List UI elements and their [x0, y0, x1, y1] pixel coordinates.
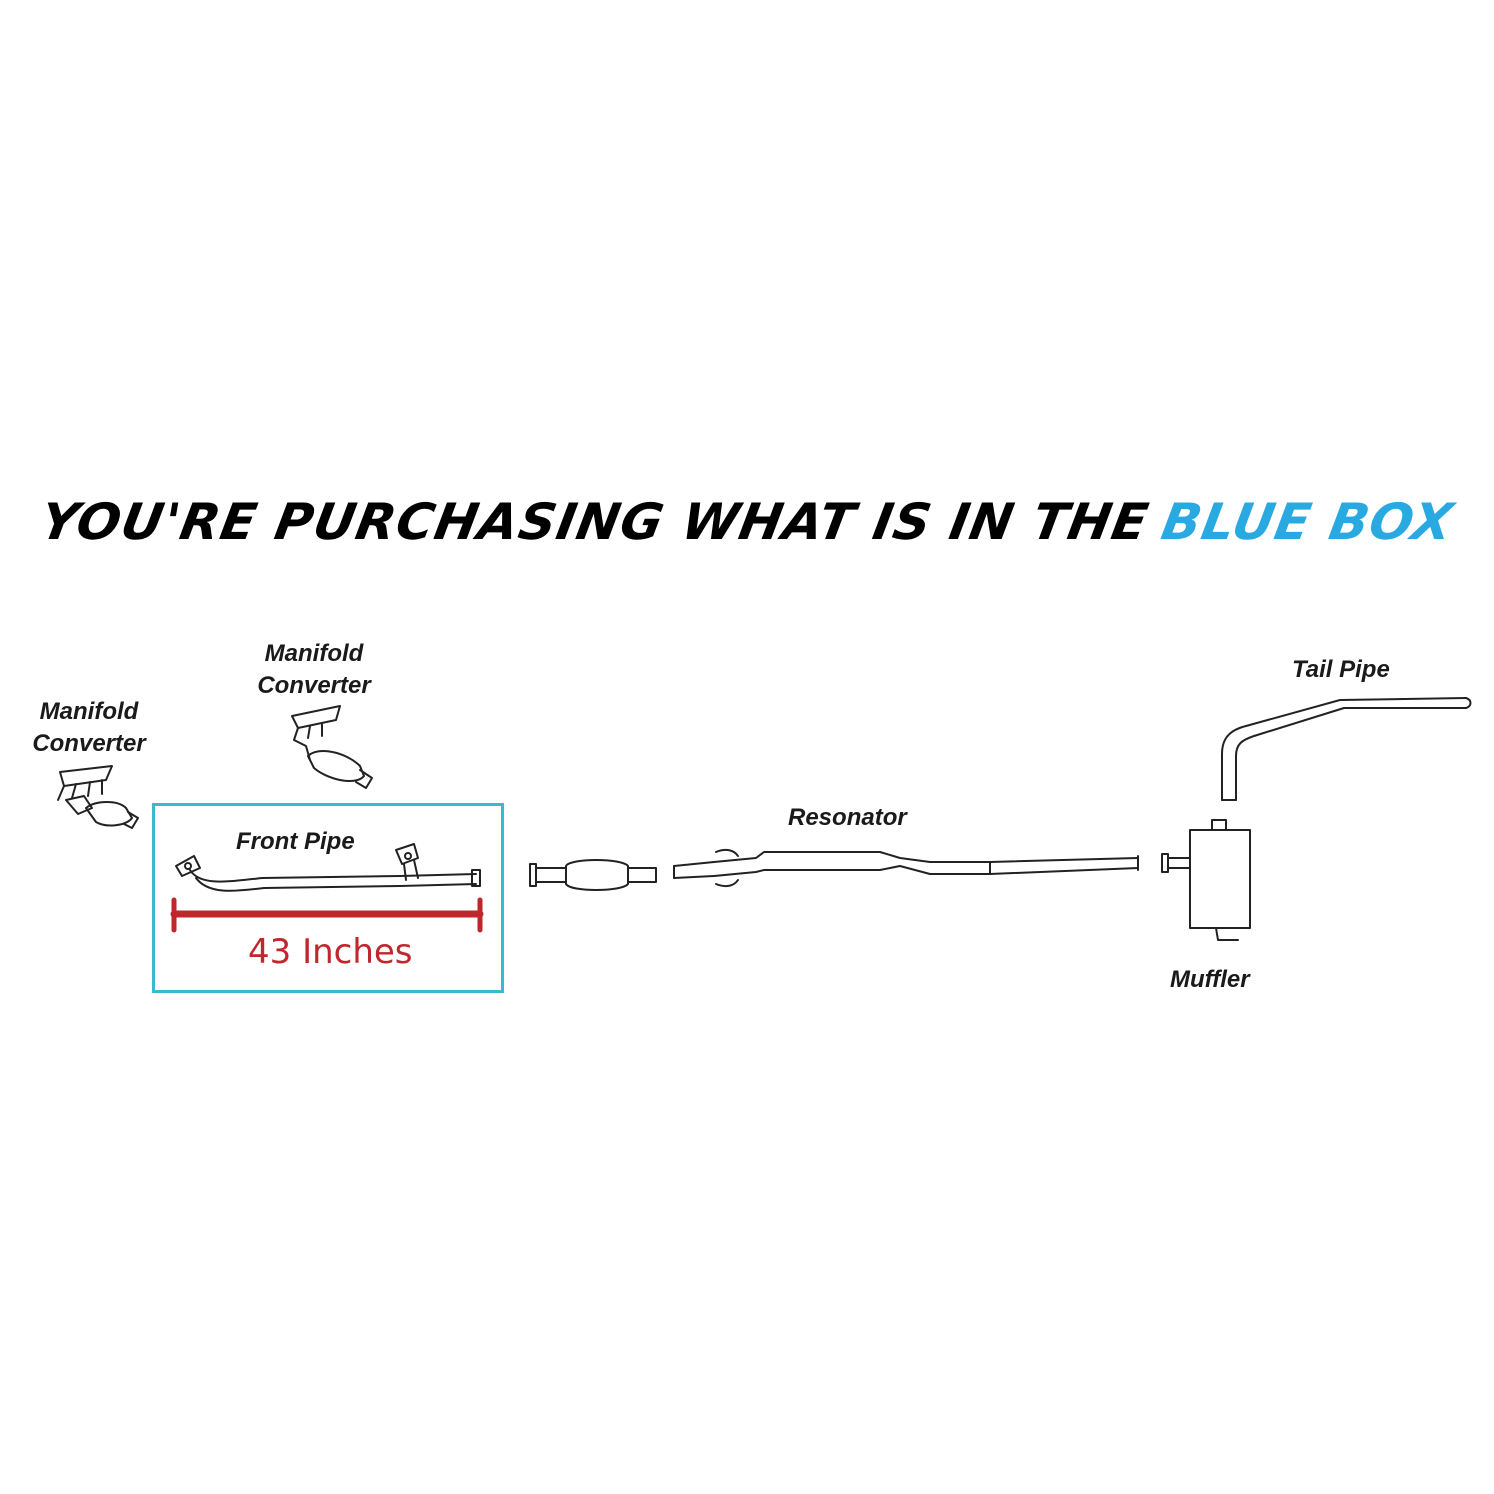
muffler	[1161, 819, 1251, 941]
manifold-converter-right-label: Manifold Converter	[257, 640, 371, 699]
right-manifold-converter	[291, 705, 373, 789]
left-manifold-converter	[57, 765, 139, 829]
tail-pipe	[1221, 697, 1472, 801]
manifold-converter-left-label: Manifold Converter	[32, 698, 146, 757]
catalytic-section	[529, 859, 657, 891]
muffler-label: Muffler	[1170, 966, 1250, 993]
measurement-label: 43 Inches	[248, 932, 413, 972]
resonator-label: Resonator	[788, 804, 907, 831]
front-pipe	[175, 843, 481, 892]
resonator-pipe	[673, 848, 1139, 888]
measurement-bar	[170, 897, 484, 933]
tail-pipe-label: Tail Pipe	[1292, 656, 1390, 683]
front-pipe-label: Front Pipe	[236, 828, 355, 855]
blue-box	[152, 803, 504, 993]
